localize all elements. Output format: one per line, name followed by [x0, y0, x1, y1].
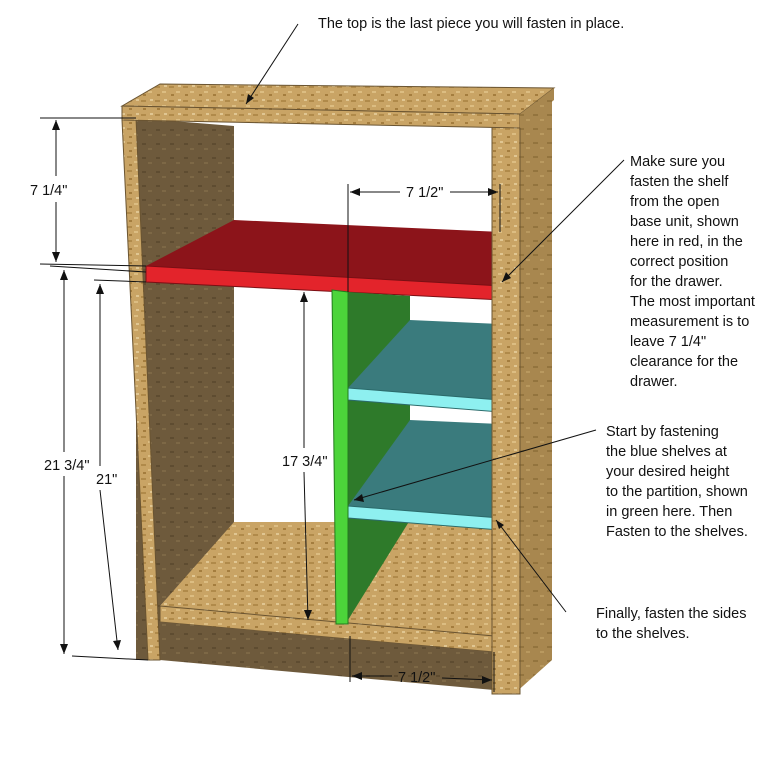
svg-text:leave 7 1/4": leave 7 1/4" — [630, 334, 706, 350]
svg-text:base unit, shown: base unit, shown — [630, 214, 739, 230]
svg-text:for the drawer.: for the drawer. — [630, 274, 723, 290]
blue-shelf-upper — [348, 320, 500, 400]
dim-overall-height: 21 3/4" — [44, 458, 89, 474]
dimension-arrowheads — [52, 94, 511, 684]
svg-text:Fasten to the shelves.: Fasten to the shelves. — [606, 524, 748, 540]
right-side-front-edge — [491, 117, 521, 695]
svg-text:correct position: correct position — [630, 254, 728, 270]
svg-text:clearance for the: clearance for the — [630, 354, 738, 370]
svg-text:the blue shelves at: the blue shelves at — [606, 444, 727, 460]
bottom-kick — [160, 622, 494, 690]
sides-note: Finally, fasten the sides to the shelves… — [596, 606, 746, 642]
svg-text:in green here. Then: in green here. Then — [606, 504, 732, 520]
dim-drawer-clearance: 7 1/4" — [30, 183, 67, 199]
svg-text:Start by fastening: Start by fastening — [606, 424, 719, 440]
top-piece-note: The top is the last piece you will faste… — [318, 16, 624, 32]
dim-side-height: 21" — [96, 472, 117, 488]
svg-text:to the partition, shown: to the partition, shown — [606, 484, 748, 500]
green-partition — [331, 289, 349, 625]
svg-text:The most important: The most important — [630, 294, 755, 310]
svg-text:fasten the shelf: fasten the shelf — [630, 174, 729, 190]
blue-shelves-note: Start by fastening the blue shelves at y… — [606, 424, 748, 540]
dim-top-width: 7 1/2" — [406, 185, 443, 201]
svg-text:Finally, fasten the sides: Finally, fasten the sides — [596, 606, 746, 622]
svg-text:from the open: from the open — [630, 194, 719, 210]
svg-text:drawer.: drawer. — [630, 374, 678, 390]
svg-text:measurement is to: measurement is to — [630, 314, 749, 330]
blue-shelf-lower — [348, 420, 500, 518]
dim-bottom-width: 7 1/2" — [398, 670, 435, 686]
svg-text:Make sure you: Make sure you — [630, 154, 725, 170]
bottom-shelf-surface — [160, 522, 500, 636]
svg-text:here in red, in the: here in red, in the — [630, 234, 743, 250]
svg-text:to the shelves.: to the shelves. — [596, 626, 690, 642]
dim-partition-height: 17 3/4" — [282, 454, 327, 470]
red-shelf-top — [146, 220, 502, 286]
dimension-lines — [39, 23, 625, 692]
red-shelf-note: Make sure you fasten the shelf from the … — [630, 154, 755, 390]
top-piece-right-edge — [520, 88, 554, 128]
svg-text:your desired height: your desired height — [606, 464, 729, 480]
